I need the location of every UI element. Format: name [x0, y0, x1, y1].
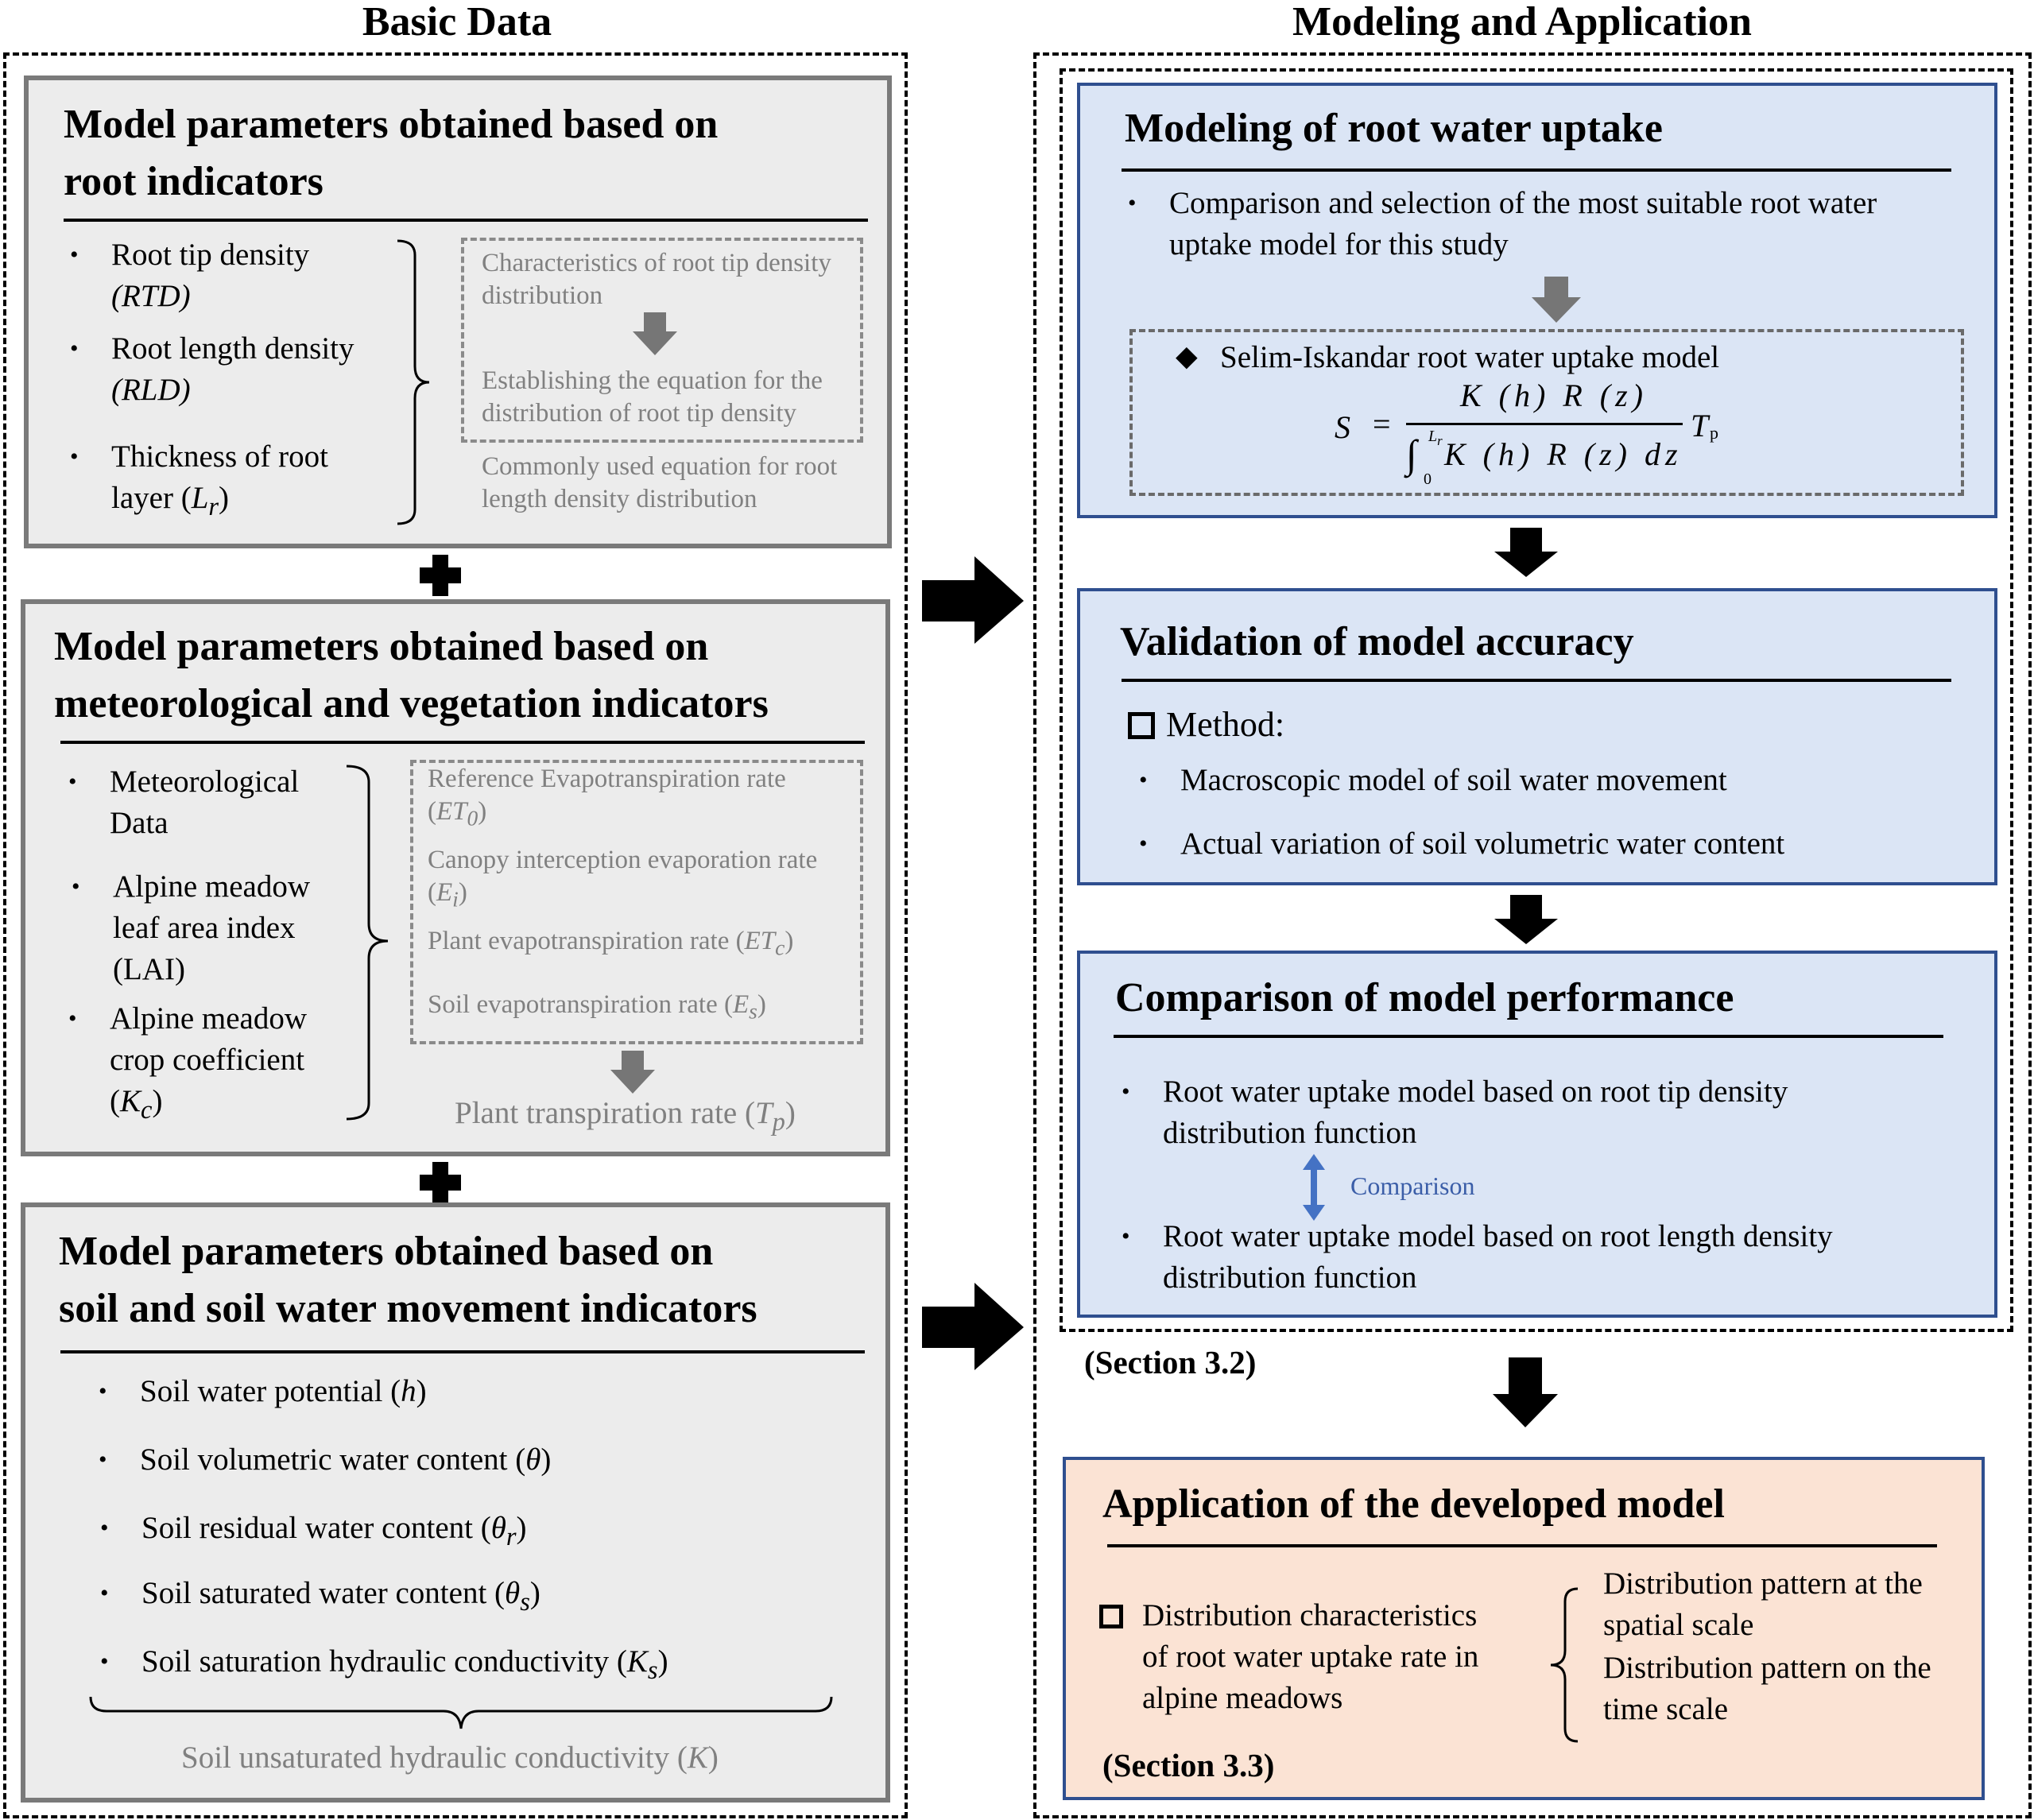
- checkbox-square-icon: [1128, 712, 1155, 739]
- title-rule: [64, 219, 868, 222]
- down-arrow-icon: [1494, 528, 1558, 577]
- method-label: Method:: [1166, 705, 1285, 744]
- list-item: •Soil saturation hydraulic conductivity …: [100, 1644, 668, 1685]
- validation-title: Validation of model accuracy: [1120, 619, 1634, 664]
- horizontal-brace: [89, 1696, 833, 1729]
- title-rule: [1122, 168, 1951, 172]
- model-performance-box: Comparison of model performance •Root wa…: [1077, 951, 1997, 1318]
- unsaturated-conductivity-result: Soil unsaturated hydraulic conductivity …: [181, 1741, 719, 1775]
- right-column-title: Modeling and Application: [1292, 0, 1752, 45]
- modeling-group-frame: [1060, 68, 2013, 1332]
- double-arrow-icon: [1303, 1154, 1325, 1221]
- list-item: •Root water uptake model based on root t…: [1122, 1075, 1788, 1150]
- list-item: •Soil residual water content (θr): [100, 1511, 527, 1551]
- curly-brace: [346, 765, 389, 1121]
- model-validation-box: Validation of model accuracy Method: •Ma…: [1077, 588, 1997, 885]
- right-arrow-icon: [922, 1283, 1024, 1370]
- list-item: •Soil water potential (h): [99, 1374, 427, 1408]
- performance-title: Comparison of model performance: [1115, 975, 1734, 1020]
- root-water-uptake-modeling-box: Modeling of root water uptake •Compariso…: [1077, 83, 1997, 518]
- diamond-icon: ◆: [1176, 340, 1198, 372]
- curly-brace: [1550, 1587, 1579, 1743]
- list-item: •Actual variation of soil volumetric wat…: [1139, 827, 1785, 861]
- soil-et-note: Soil evapotranspiration rate (Es): [428, 990, 766, 1024]
- title-rule: [1122, 679, 1951, 682]
- plant-et-note: Plant evapotranspiration rate (ETc): [428, 927, 794, 960]
- down-arrow-icon: [1493, 1357, 1558, 1427]
- model-name: ◆Selim-Iskandar root water uptake model: [1176, 337, 1719, 378]
- down-arrow-icon: [1494, 895, 1558, 944]
- left-column-title: Basic Data: [362, 0, 552, 45]
- list-item: •Soil saturated water content (θs): [100, 1576, 540, 1617]
- title-rule: [60, 741, 865, 744]
- section-label: (Section 3.3): [1102, 1747, 1275, 1783]
- root-tip-process-box: [461, 238, 863, 443]
- left-column-frame: [3, 52, 908, 1818]
- model-application-box: Application of the developed model Distr…: [1063, 1457, 1985, 1800]
- down-arrow-icon: [610, 1051, 655, 1094]
- list-item: •Root tip density(RTD): [70, 238, 310, 313]
- down-arrow-icon: [633, 312, 677, 355]
- evapotranspiration-box: [410, 760, 863, 1044]
- uptake-equation: S = K (h) R (z) ∫ Lr 0 K (h) R (z) dz T …: [1335, 378, 1718, 488]
- title-rule: [60, 1350, 865, 1353]
- down-arrow-icon: [1532, 277, 1581, 323]
- curly-brace: [397, 239, 430, 525]
- section-label: (Section 3.2): [1084, 1344, 1257, 1380]
- application-title: Application of the developed model: [1102, 1481, 1725, 1527]
- title-rule: [1107, 1544, 1937, 1547]
- plus-icon: [420, 1162, 461, 1203]
- list-item: •Soil volumetric water content (θ): [99, 1442, 552, 1477]
- comparison-label: Comparison: [1350, 1171, 1475, 1200]
- title-rule: [1114, 1035, 1943, 1038]
- list-item: •Root length density(RLD): [70, 331, 354, 407]
- right-arrow-icon: [922, 556, 1024, 644]
- list-item: •Root water uptake model based on root l…: [1122, 1219, 1833, 1295]
- selim-iskandar-model-box: [1129, 329, 1964, 496]
- reference-et-note: Reference Evapotranspiration rate(ET0): [428, 765, 786, 831]
- checkbox-square-icon: [1099, 1605, 1123, 1628]
- plant-transpiration-result: Plant transpiration rate (Tp): [455, 1096, 796, 1137]
- modeling-title: Modeling of root water uptake: [1125, 106, 1663, 151]
- canopy-evaporation-note: Canopy interception evaporation rate(Ei): [428, 846, 818, 912]
- right-column-frame: [1033, 52, 2032, 1818]
- list-item: •Macroscopic model of soil water movemen…: [1139, 763, 1727, 797]
- list-item: •Comparison and selection of the most su…: [1128, 186, 1877, 261]
- plus-icon: [420, 555, 461, 596]
